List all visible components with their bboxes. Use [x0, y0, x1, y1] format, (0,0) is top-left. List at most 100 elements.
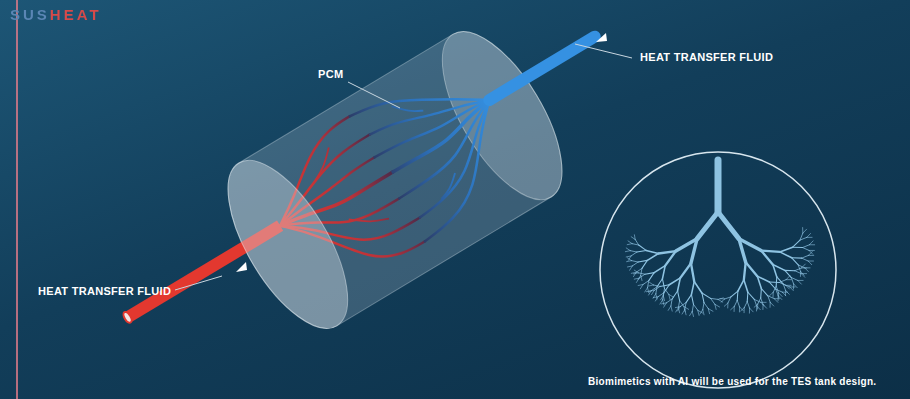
- airway-branch: [739, 239, 746, 263]
- airway-branch: [774, 298, 779, 299]
- airway-branch: [774, 299, 778, 303]
- airway-branch: [791, 278, 793, 285]
- airway-branch: [626, 256, 631, 257]
- airway-branch: [660, 285, 669, 287]
- airway-branch: [653, 285, 660, 286]
- airway-branch: [770, 302, 774, 306]
- airway-branch: [801, 273, 806, 274]
- tank-body: [205, 14, 586, 347]
- airway-branch: [676, 239, 697, 251]
- airway-branch: [628, 241, 632, 244]
- airway-branch: [720, 298, 725, 299]
- airway-branch: [638, 260, 647, 262]
- airway-branch: [795, 268, 802, 271]
- airway-branch: [792, 258, 798, 265]
- airway-branch: [627, 261, 632, 262]
- airway-branch: [630, 251, 637, 252]
- airway-branch: [798, 280, 802, 284]
- logo-text: SUSHEAT: [10, 6, 102, 23]
- edge-accent: [16, 0, 18, 399]
- airway-branch: [663, 289, 664, 296]
- part-label: HEAT TRANSFER FLUID: [640, 51, 773, 63]
- cold-channel: [349, 50, 489, 166]
- airway-branch: [809, 250, 814, 251]
- airway-branch: [761, 251, 780, 252]
- airway-branch: [692, 304, 693, 311]
- airway-branch: [718, 299, 723, 302]
- airway-branch: [715, 160, 722, 212]
- airway-branch: [682, 310, 685, 314]
- leader-line: [575, 44, 632, 58]
- airway-branch: [800, 271, 801, 276]
- airway-branch: [671, 306, 672, 311]
- airway-branch: [803, 229, 807, 233]
- airway-branch: [776, 277, 778, 286]
- airway-branch: [638, 273, 645, 274]
- airway-branch: [680, 263, 691, 278]
- airway-branch: [782, 292, 786, 296]
- airway-branch: [664, 289, 668, 295]
- airway-branch: [649, 282, 653, 285]
- airway-branch: [770, 292, 774, 295]
- airway-branch: [693, 304, 697, 310]
- airway-branch: [761, 302, 766, 303]
- airway-branch: [660, 300, 663, 304]
- airway-branch: [627, 244, 632, 245]
- airway-branch: [636, 268, 642, 272]
- airway-branch: [690, 311, 693, 315]
- airway-branch: [768, 296, 770, 303]
- airway-branch: [740, 307, 744, 311]
- airway-branch: [803, 245, 810, 248]
- airway-branch: [631, 252, 637, 256]
- airway-branch: [678, 308, 679, 313]
- airway-branch: [697, 212, 718, 239]
- airway-branch: [703, 310, 704, 315]
- cold-channel: [379, 100, 535, 242]
- airway-branch: [657, 279, 662, 287]
- airway-branch: [666, 299, 672, 303]
- side-channel: [392, 93, 424, 123]
- airway-branch: [647, 253, 658, 260]
- airway-branch: [779, 282, 786, 285]
- airway-branch: [649, 285, 654, 286]
- airway-branch: [646, 291, 651, 292]
- airway-branch: [691, 282, 694, 295]
- side-channel: [349, 201, 389, 236]
- airway-branch: [638, 284, 643, 285]
- airway-branch: [668, 306, 671, 310]
- airway-branch: [785, 270, 795, 271]
- flow-arrow: [236, 262, 247, 272]
- airway-branch: [631, 272, 636, 273]
- airway-branch: [637, 250, 646, 252]
- airway-branch: [786, 276, 790, 280]
- airway-branch: [769, 282, 779, 283]
- leader-line: [348, 82, 400, 108]
- airway-branch: [678, 301, 679, 308]
- airway-branch: [675, 307, 680, 308]
- airway-branch: [809, 244, 814, 245]
- airway-branch: [785, 270, 791, 277]
- cold-channel: [386, 100, 497, 174]
- airway-branch: [744, 280, 748, 292]
- airway-branch: [711, 298, 718, 299]
- airway-branch: [793, 240, 800, 247]
- airway-branch: [780, 252, 792, 258]
- airway-branch: [669, 294, 670, 299]
- airway-branch: [805, 268, 809, 272]
- flow-arrow: [596, 33, 607, 42]
- airway-branch: [769, 282, 775, 289]
- airway-branch: [639, 245, 646, 250]
- airway-branch: [641, 275, 642, 280]
- airway-branch: [678, 291, 680, 301]
- airway-branch: [803, 248, 810, 251]
- airway-branch: [786, 285, 790, 289]
- airway-branch: [793, 284, 794, 289]
- tank-end: [419, 14, 585, 218]
- airway-branch: [754, 299, 756, 306]
- airway-branch: [632, 262, 638, 266]
- caption: Biomimetics with AI will be used for the…: [588, 376, 876, 387]
- airway-branch: [725, 297, 731, 299]
- airway-branch: [708, 309, 709, 314]
- airway-branch: [686, 295, 691, 303]
